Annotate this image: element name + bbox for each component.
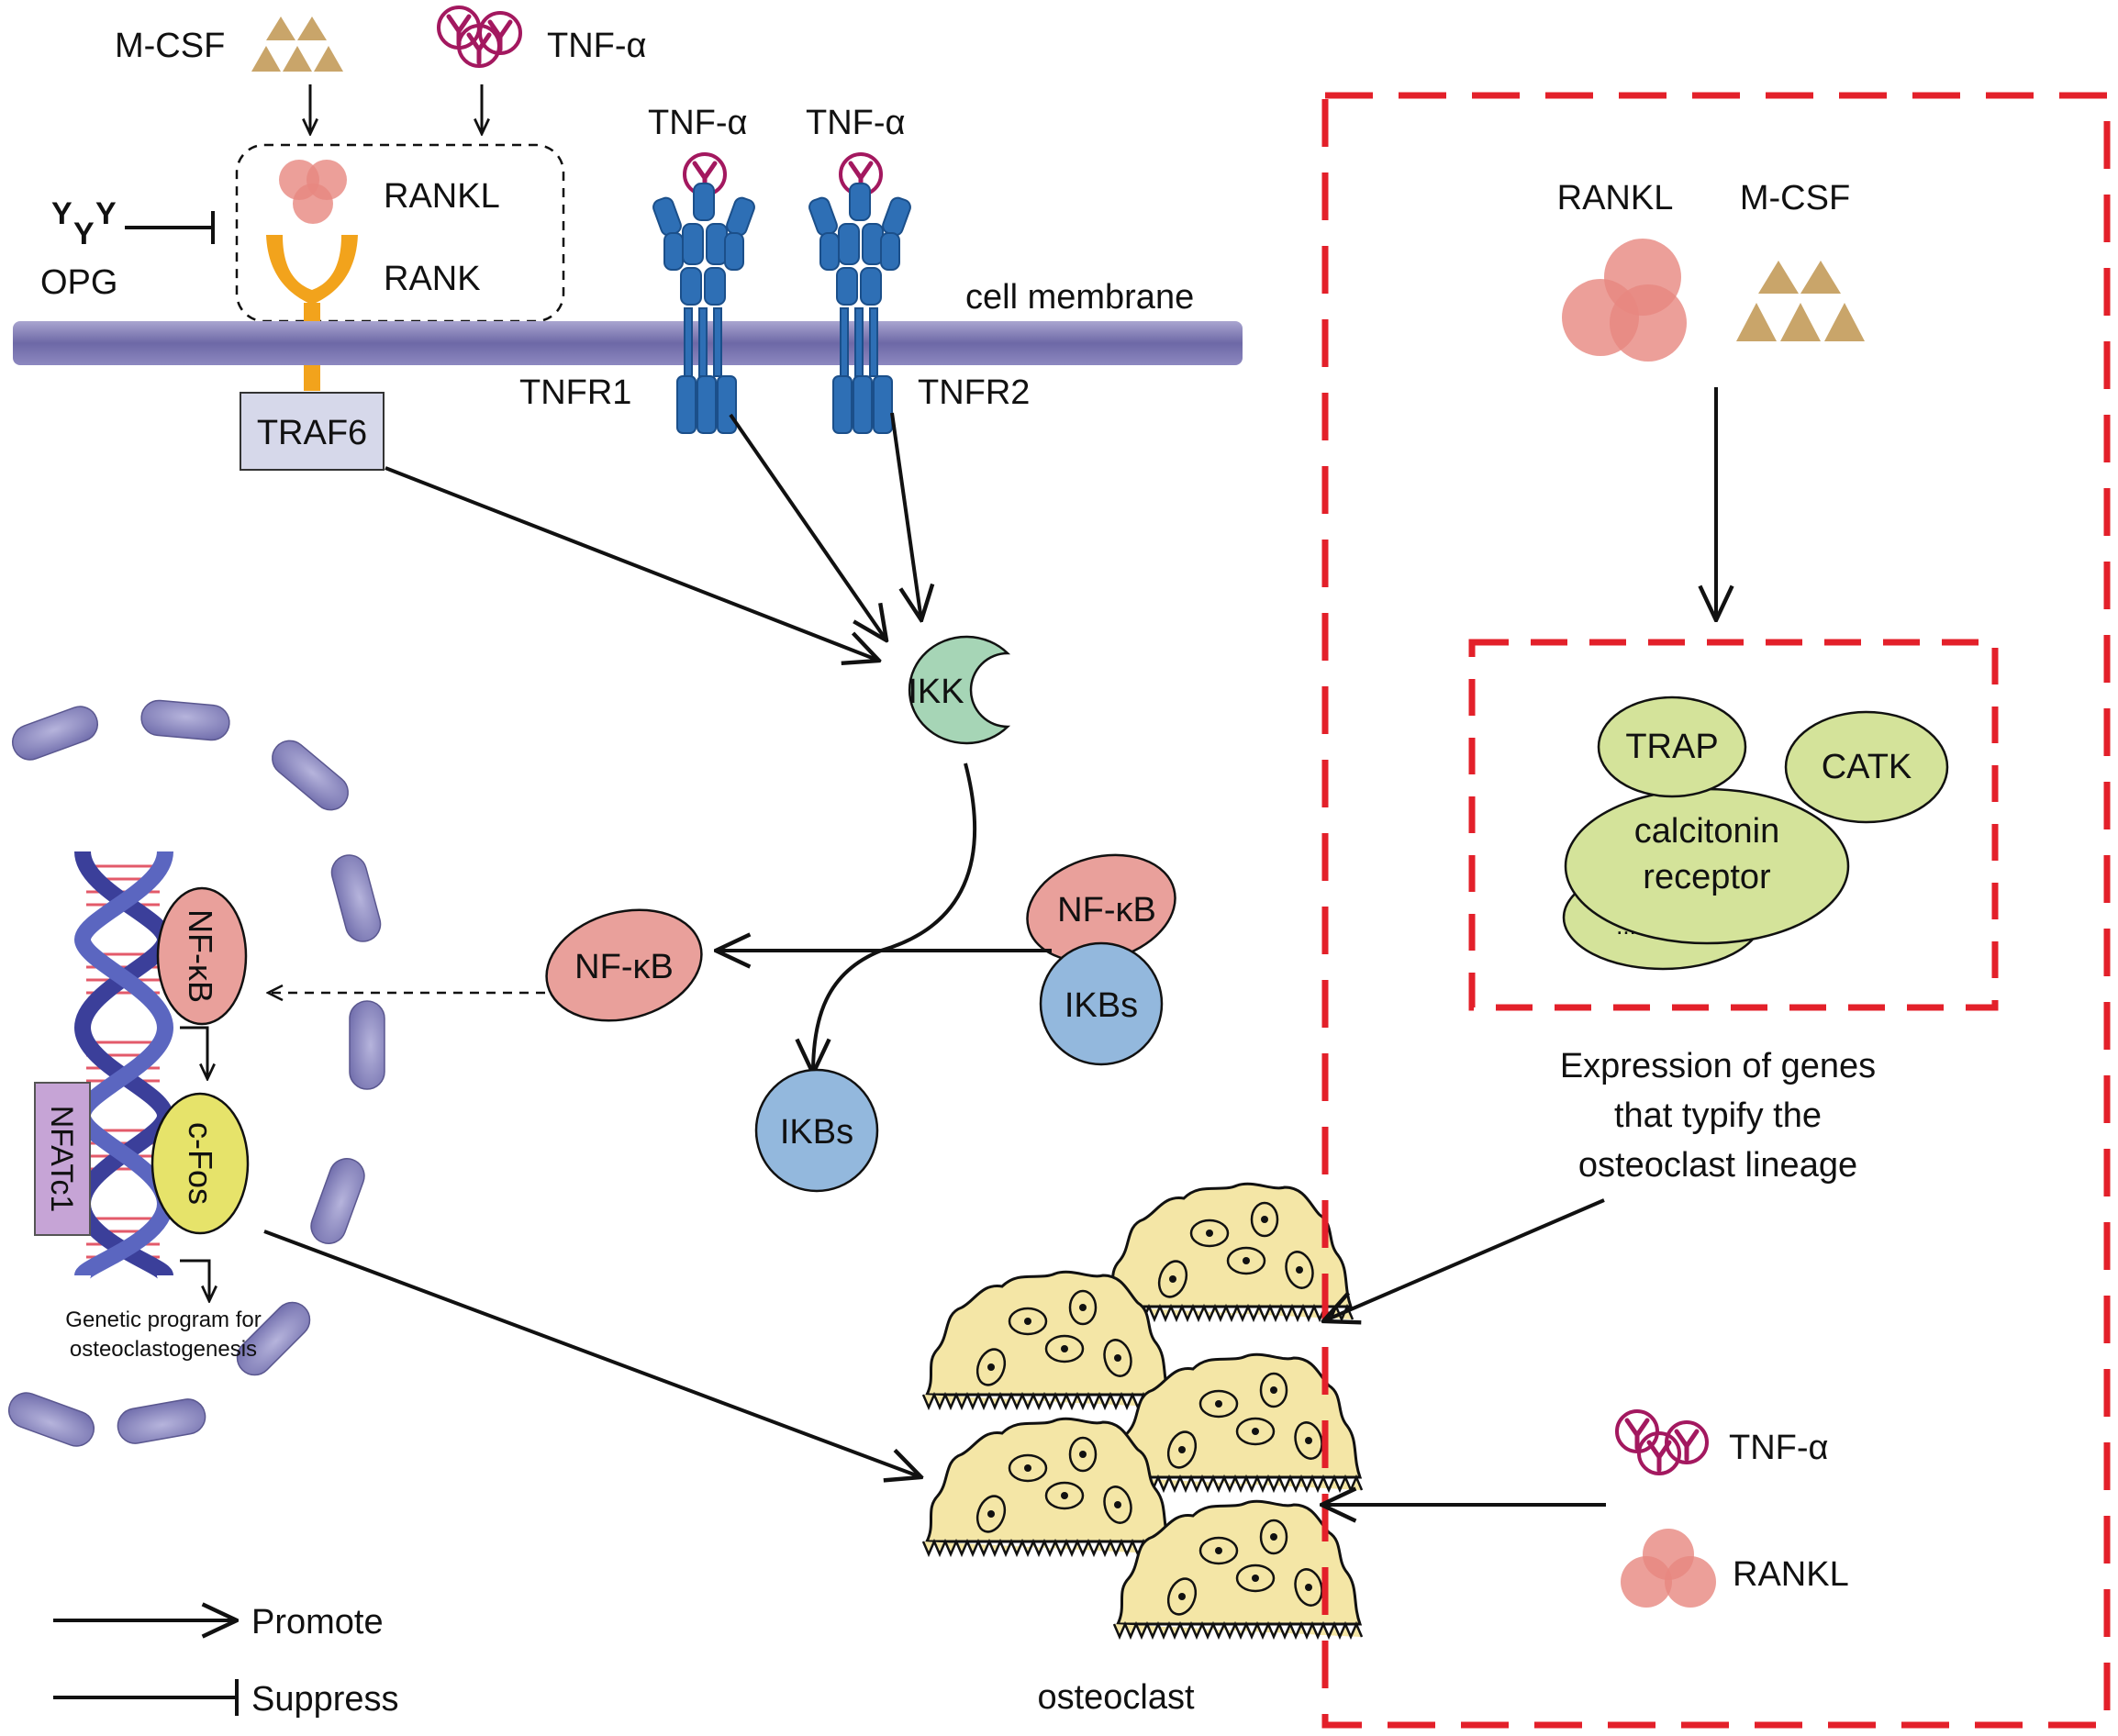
- tnfr2-to-ikk-arrow: [890, 412, 921, 620]
- cfos-to-osteoclast-arrow: [263, 1230, 921, 1477]
- catk-shape: [1784, 710, 1949, 824]
- traf6-box: [240, 392, 385, 471]
- nuclear-envelope: [7, 699, 385, 1447]
- program-line2: osteoclastogenesis: [70, 1337, 257, 1362]
- right-mcsf-label: M-CSF: [1740, 179, 1850, 217]
- mcsf-label: M-CSF: [115, 27, 225, 65]
- genes-box: [1468, 639, 1999, 1011]
- ikbs-complex-shape: [1039, 941, 1164, 1066]
- legend-suppress-label: Suppress: [251, 1680, 399, 1719]
- nucleus-nfkb-shape: [156, 886, 248, 1026]
- suppress-inhibit-line: [125, 211, 215, 244]
- transcription-arrow-1: [180, 1026, 207, 1079]
- right-rankl-icon: [1562, 239, 1687, 362]
- ikk-icon: [908, 635, 1011, 745]
- tnf-top: TNF-α: [439, 7, 647, 134]
- transcription-arrow-2: [180, 1259, 209, 1301]
- gene-cluster: TRAP CATK calcitonin receptor ...: [1562, 696, 1949, 971]
- legend-promote-label: Promote: [251, 1603, 384, 1641]
- expression-line2: that typify the: [1614, 1096, 1822, 1135]
- trap-shape: [1597, 696, 1747, 798]
- osteoclast-label: osteoclast: [1037, 1678, 1195, 1717]
- ikk-degradation-arrow: [813, 762, 977, 1074]
- right-mcsf-icon: [1736, 261, 1865, 341]
- expression-to-osteoclast-arrow: [1323, 1198, 1605, 1321]
- traf6-to-ikk-arrow: [385, 466, 879, 661]
- mcsf-triangles-icon: [251, 17, 343, 72]
- opg-icon: Y Y Y: [51, 196, 117, 251]
- ikbs-free-shape: [754, 1068, 879, 1193]
- expression-line3: osteoclast lineage: [1578, 1146, 1857, 1185]
- tnfr2-label: TNFR2: [918, 373, 1030, 412]
- cell-membrane-label: cell membrane: [965, 278, 1194, 317]
- right-rankl-bottom-icon: [1621, 1529, 1716, 1608]
- svg-text:Y: Y: [95, 196, 117, 231]
- gene-more-label: ...: [1616, 912, 1636, 940]
- tnfr1-label: TNFR1: [519, 373, 631, 412]
- cfos-shape: [150, 1092, 250, 1235]
- rankl-icon: [279, 160, 347, 224]
- rank-receptor-icon: [266, 235, 358, 305]
- tnfr1-receptor: TNF-α TNFR1: [519, 104, 755, 434]
- traf6-label: TRAF6: [257, 414, 367, 452]
- mcsf-top: M-CSF: [115, 17, 343, 134]
- nfatc1-label: NFATc1: [44, 1106, 79, 1213]
- ikk-label: IKK: [908, 673, 964, 711]
- nfkb-free-label: NF-κB: [574, 948, 674, 986]
- cell-membrane: [13, 321, 1243, 365]
- tnf-top-label: TNF-α: [547, 27, 647, 65]
- nfatc1-box: [34, 1082, 91, 1236]
- legend: Promote Suppress: [53, 1603, 399, 1719]
- osteoclast-cluster-icon: [921, 1182, 1364, 1639]
- nfkb-complex-label: NF-κB: [1057, 891, 1156, 929]
- tnfr2-receptor: TNF-α TNFR2: [806, 104, 1030, 434]
- right-tnf-icon: [1617, 1411, 1707, 1474]
- expression-line1: Expression of genes: [1560, 1047, 1876, 1085]
- right-panel-box: [1321, 92, 2111, 1729]
- tnf-left-label: TNF-α: [648, 104, 748, 142]
- nfkb-free-shape: [545, 908, 703, 1022]
- rankl-label: RANKL: [384, 177, 500, 216]
- tnf-right-label: TNF-α: [806, 104, 906, 142]
- gene-receptor-label: receptor: [1643, 858, 1771, 896]
- gene-calcitonin-label: calcitonin: [1634, 812, 1779, 851]
- tnfr1-to-ikk-arrow: [729, 413, 886, 640]
- program-line1: Genetic program for: [65, 1308, 261, 1332]
- right-rankl-label: RANKL: [1557, 179, 1674, 217]
- cfos-label: c-Fos: [182, 1122, 219, 1205]
- right-rankl-bottom-label: RANKL: [1733, 1555, 1849, 1594]
- svg-text:Y: Y: [73, 217, 95, 251]
- rank-label: RANK: [384, 260, 481, 298]
- gene-trap-label: TRAP: [1625, 728, 1718, 766]
- ikbs-free-label: IKBs: [780, 1113, 853, 1152]
- opg-label: OPG: [40, 263, 117, 302]
- tnf-trimer-icon: [439, 7, 520, 66]
- dna-helix-icon: [73, 850, 174, 1280]
- svg-text:Y: Y: [51, 196, 72, 231]
- right-tnf-label: TNF-α: [1729, 1429, 1829, 1467]
- gene-catk-label: CATK: [1822, 748, 1912, 786]
- nucleus-nfkb-label: NF-κB: [182, 909, 219, 1003]
- ikbs-complex-label: IKBs: [1065, 986, 1138, 1025]
